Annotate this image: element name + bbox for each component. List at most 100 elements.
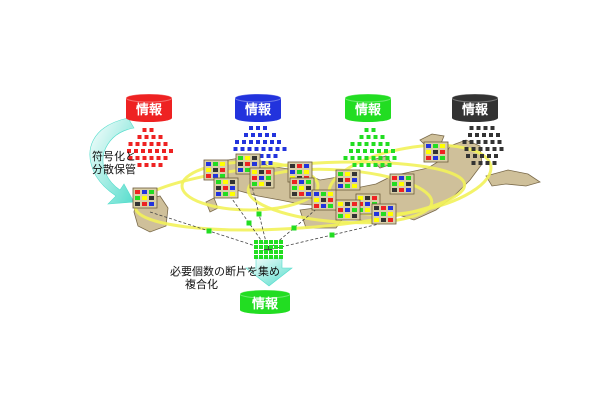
fragment — [259, 250, 263, 254]
fragment — [163, 156, 168, 160]
fragment — [352, 202, 357, 206]
fragment — [359, 135, 364, 139]
fragment — [357, 156, 362, 160]
fragment — [433, 144, 438, 148]
storage-node — [311, 189, 337, 211]
source-db-1-lid — [125, 93, 173, 103]
fragment — [406, 188, 411, 192]
fragment — [406, 176, 411, 180]
storage-node — [203, 159, 229, 181]
fragment — [264, 240, 268, 244]
fragment — [256, 211, 262, 217]
fragment — [272, 133, 276, 137]
fragment — [244, 133, 248, 137]
fragment — [259, 240, 263, 244]
fragment — [128, 142, 133, 146]
fragment — [252, 156, 257, 160]
fragment — [223, 192, 228, 196]
fragment — [321, 204, 326, 208]
fragment — [381, 212, 386, 216]
storage-node — [389, 173, 415, 195]
fragment — [230, 192, 235, 196]
fragment — [381, 218, 386, 222]
fragment — [480, 154, 484, 158]
reconstruct-label: 必要個数の断片を集め 複合化 — [132, 265, 280, 291]
fragment — [252, 182, 257, 186]
fragment — [343, 156, 348, 160]
fragment — [373, 135, 378, 139]
fragment — [259, 255, 263, 259]
fragment — [364, 128, 369, 132]
fragment — [274, 255, 278, 259]
storage-node — [213, 177, 239, 199]
fragment — [144, 135, 149, 139]
encode-store-line: 分散保管 — [92, 163, 136, 176]
fragment — [338, 178, 343, 182]
fragments-dark — [462, 126, 504, 165]
fragment — [372, 196, 377, 200]
fragment — [363, 149, 367, 153]
fragment — [329, 232, 335, 238]
result-db-body — [240, 294, 290, 310]
fragment — [216, 180, 221, 184]
fragment — [365, 202, 370, 206]
fragment — [269, 250, 273, 254]
fragment — [492, 161, 497, 165]
fragment — [388, 206, 393, 210]
fragment — [213, 162, 218, 166]
fragment — [252, 176, 257, 180]
fragment — [269, 255, 273, 259]
source-db-3-lid — [344, 93, 392, 103]
fragment — [365, 208, 370, 212]
fragment — [156, 142, 161, 146]
fragment — [127, 149, 131, 153]
storage-node — [335, 199, 361, 221]
fragment — [440, 156, 445, 160]
fragment — [246, 220, 252, 226]
fragment — [270, 140, 274, 144]
fragment — [269, 240, 273, 244]
fragment — [352, 178, 357, 182]
fragment — [377, 149, 381, 153]
fragment — [252, 170, 257, 174]
fragment — [135, 202, 140, 206]
fragment — [247, 147, 252, 151]
fragment — [321, 198, 326, 202]
fragment — [216, 186, 221, 190]
fragment — [304, 170, 309, 174]
reconstruct-line: 複合化 — [185, 278, 218, 291]
fragment — [371, 128, 376, 132]
fragment — [265, 133, 269, 137]
fragment — [492, 147, 497, 151]
fragment — [462, 140, 467, 144]
source-db-3-body — [345, 98, 391, 118]
fragment — [365, 196, 370, 200]
fragment — [338, 202, 343, 206]
fragment — [240, 147, 245, 151]
fragment — [497, 140, 502, 144]
fragment — [314, 192, 319, 196]
fragment — [230, 180, 235, 184]
fragment — [149, 202, 154, 206]
storage-node — [371, 203, 397, 225]
fragment — [235, 140, 239, 144]
fragment — [345, 208, 350, 212]
fragment — [321, 192, 326, 196]
fragment — [245, 162, 250, 166]
fragment — [142, 156, 147, 160]
fragment — [279, 250, 283, 254]
source-db-2-label: 情報 — [245, 102, 272, 118]
storage-node — [335, 169, 361, 191]
fragment — [314, 198, 319, 202]
fragment — [230, 186, 235, 190]
fragment — [304, 164, 309, 168]
fragment — [142, 128, 147, 132]
fragment — [213, 168, 218, 172]
result-db-lid — [239, 289, 291, 299]
fragment — [274, 250, 278, 254]
fragment — [378, 142, 383, 146]
fragment — [220, 162, 225, 166]
source-db-2: 情報 — [234, 93, 282, 122]
fragment — [264, 245, 268, 249]
